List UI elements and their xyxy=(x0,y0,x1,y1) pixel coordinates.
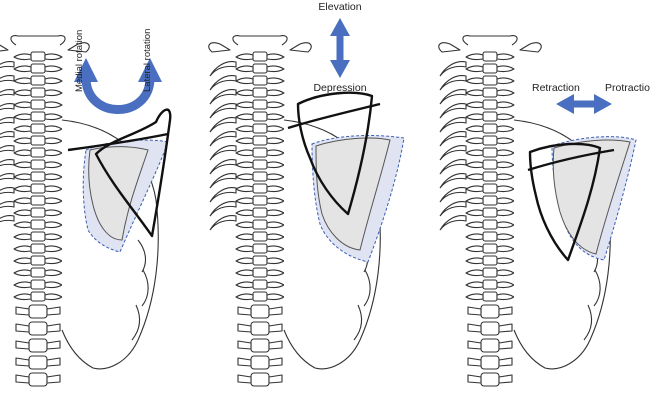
scapula-shaded xyxy=(552,139,631,255)
panel-rotation: Medial rotation Lateral rotation xyxy=(0,29,172,386)
scapula-retracted-outline xyxy=(528,142,602,262)
label-retraction: Retraction xyxy=(532,82,580,94)
clavicle-outline xyxy=(527,148,615,172)
label-elevation: Elevation xyxy=(318,1,361,13)
panel-elevation: Elevation Depression xyxy=(209,1,405,386)
arrowhead-left-icon xyxy=(556,94,574,114)
clavicle-outline xyxy=(67,132,169,152)
label-lateral-rotation: Lateral rotation xyxy=(142,29,153,92)
scapula-elevated-outline xyxy=(296,91,374,216)
arrowhead-down-icon xyxy=(330,60,350,78)
arrowhead-right-icon xyxy=(594,94,612,114)
scapula-shaded xyxy=(88,146,149,241)
label-depression: Depression xyxy=(313,82,366,94)
label-protraction: Protraction xyxy=(605,82,650,94)
arrowhead-up-icon xyxy=(330,18,350,36)
arrowhead-right-icon xyxy=(138,58,162,82)
curved-double-arrow-icon xyxy=(81,77,155,114)
panel-protraction: Retraction Protraction xyxy=(439,36,650,386)
label-medial-rotation: Medial rotation xyxy=(74,30,85,92)
clavicle-outline xyxy=(287,102,381,130)
arrowhead-left-icon xyxy=(74,58,98,82)
